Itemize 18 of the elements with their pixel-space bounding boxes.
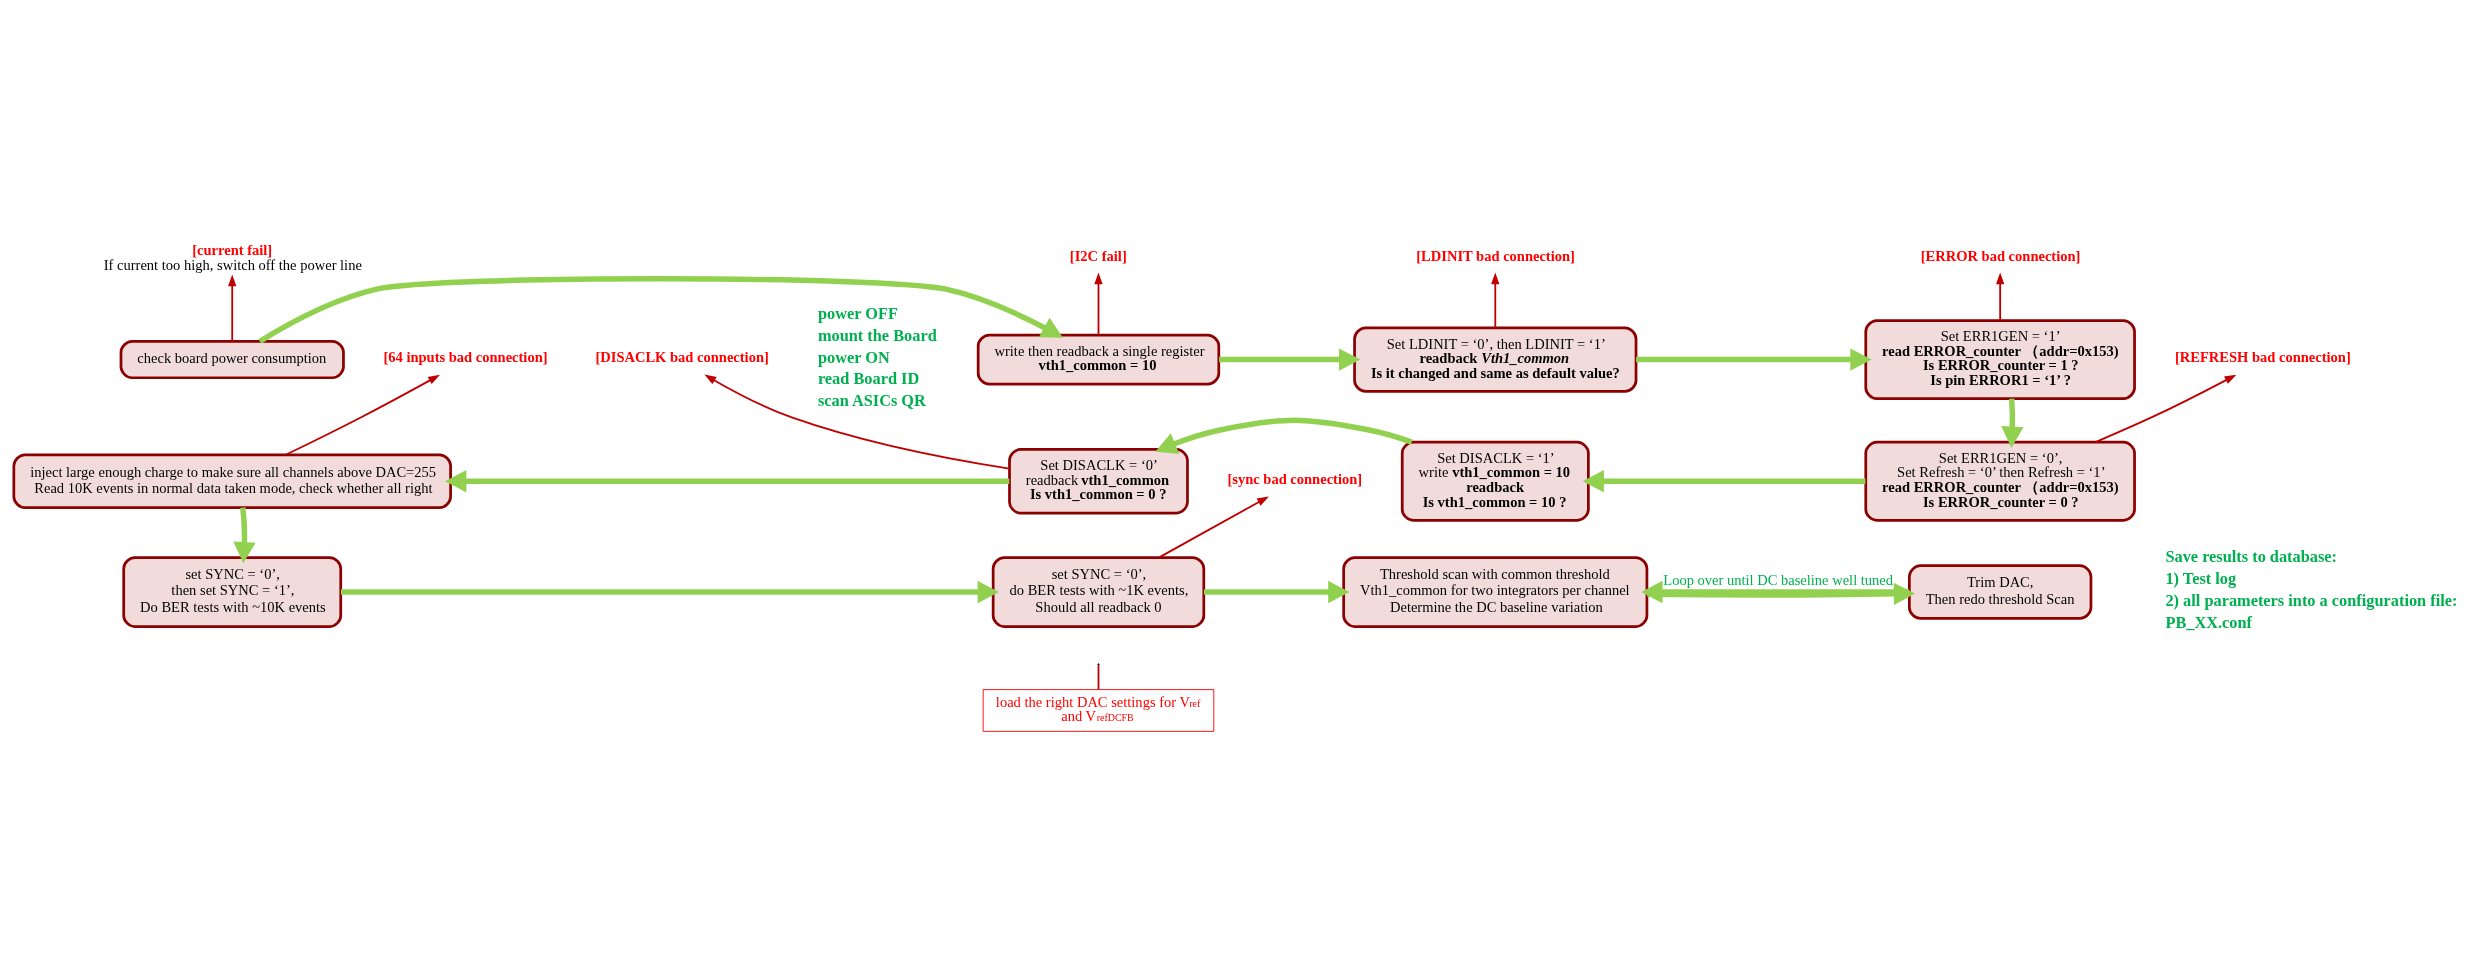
node-text: [I2C fail] — [1069, 247, 1127, 264]
label: power ON — [817, 347, 890, 367]
label: 2) all parameters into a configuration file: — [2165, 590, 2458, 610]
label: power OFF — [817, 303, 898, 323]
node-text: [DISACLK bad connection] — [595, 348, 769, 365]
node-text: [LDINIT bad connection] — [1416, 247, 1575, 264]
edge-label: Loop over until DC baseline well tuned — [1663, 571, 1894, 588]
node-text: [sync bad connection] — [1227, 470, 1363, 487]
node-text: [ERROR bad connection] — [1920, 247, 2081, 264]
node-text: [REFRESH bad connection] — [2174, 348, 2351, 365]
label: Save results to database: — [2165, 546, 2338, 566]
label: read Board ID — [817, 368, 920, 388]
label: 1) Test log — [2165, 568, 2237, 588]
node-text: [64 inputs bad connection] — [383, 348, 548, 365]
label: scan ASICs QR — [817, 390, 926, 410]
label: mount the Board — [817, 325, 937, 345]
label: PB_XX.conf — [2165, 612, 2253, 632]
node-text: [current fail] If current too high, switch off the power line — [103, 241, 362, 273]
